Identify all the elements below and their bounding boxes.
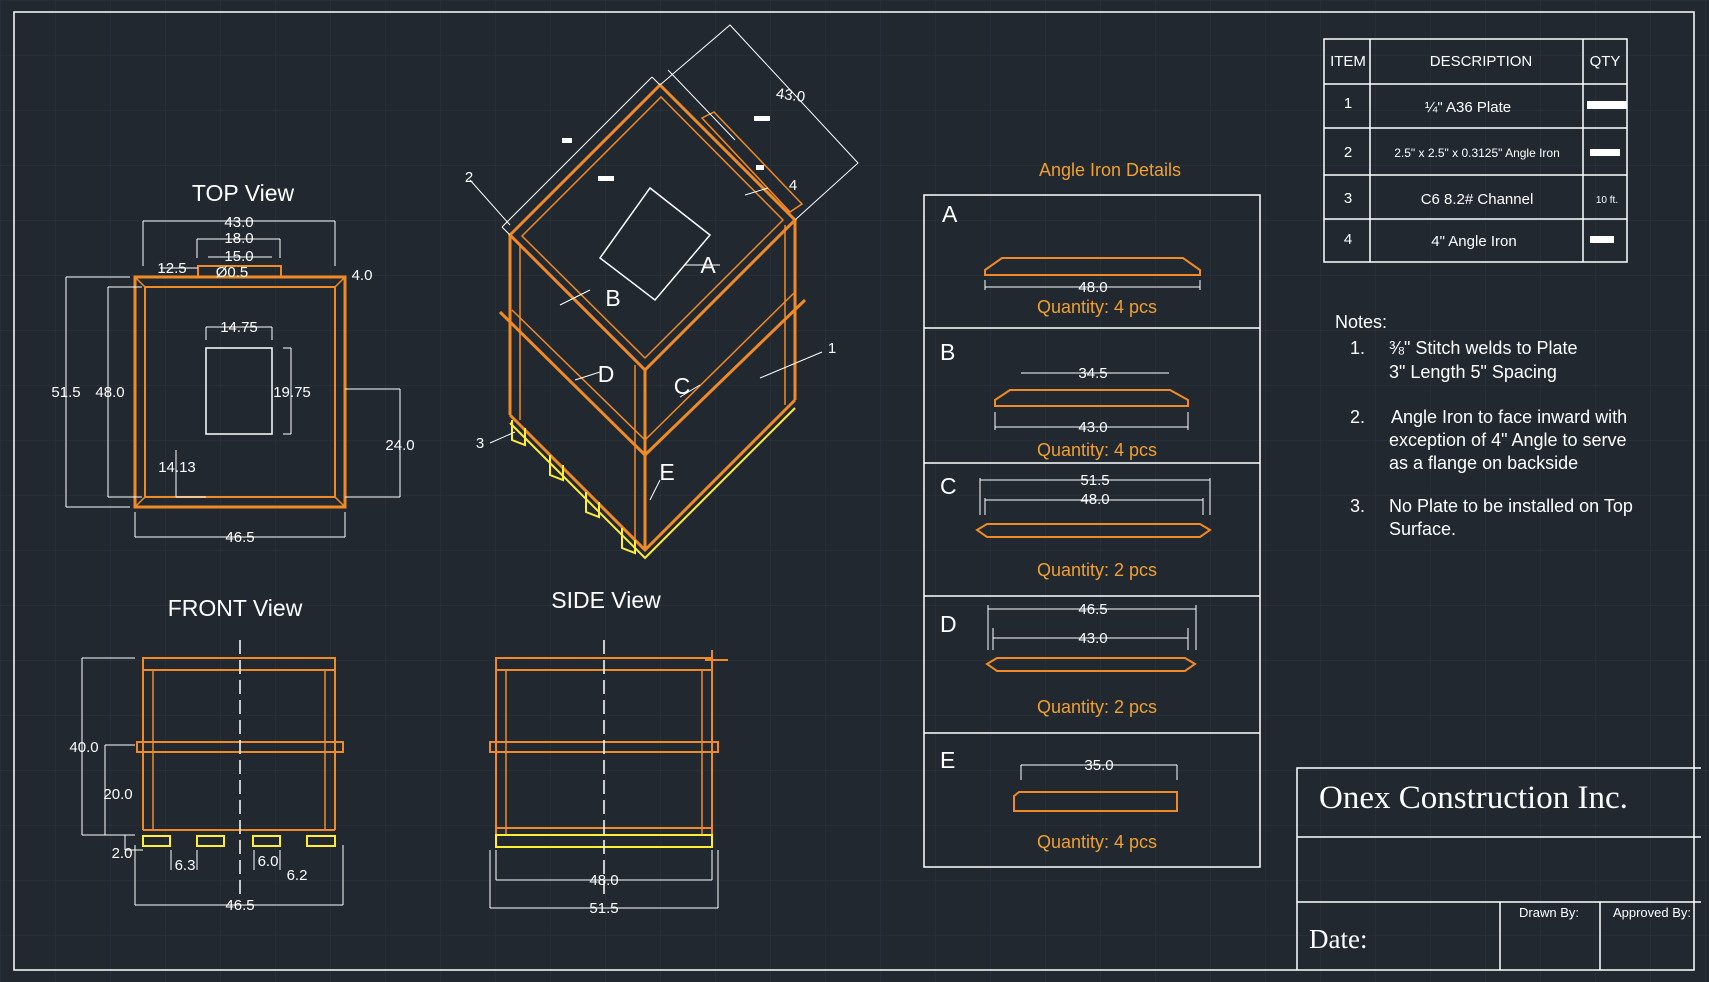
iso-label-d: D: [598, 361, 615, 387]
angle-letter: B: [940, 339, 955, 365]
notes-title: Notes:: [1335, 312, 1387, 332]
angle-qty: Quantity: 4 pcs: [1037, 832, 1157, 852]
bom-table: ITEM DESCRIPTION QTY 1 ¼" A36 Plate 2 2.…: [1323, 38, 1628, 263]
top-view: TOP View 43.0 18.0 15.0 12.5: [51, 180, 414, 546]
bom-item: 2: [1344, 144, 1352, 161]
bom-item: 4: [1344, 231, 1352, 248]
front-dim: 2.0: [112, 845, 133, 862]
iso-label-e: E: [659, 459, 674, 485]
angle-dim: 43.0: [1078, 419, 1107, 436]
note-line: Surface.: [1389, 519, 1456, 539]
side-view: SIDE View 48.0 51.5: [489, 587, 728, 917]
bom-header: QTY: [1590, 53, 1621, 70]
front-dim: 6.2: [287, 867, 308, 884]
bom-item: 3: [1344, 190, 1352, 207]
top-opening: [205, 347, 273, 435]
side-dim: 51.5: [589, 900, 618, 917]
iso-balloon: 2: [465, 169, 473, 186]
front-view-title: FRONT View: [168, 595, 303, 621]
side-dim: 48.0: [589, 872, 618, 889]
bom-item: 1: [1344, 95, 1352, 112]
notes: Notes: 1. ⅜" Stitch welds to Plate 3" Le…: [1335, 312, 1633, 539]
angle-dim: 35.0: [1084, 757, 1113, 774]
angle-detail-d: D 46.5 43.0 Quantity: 2 pcs: [940, 601, 1197, 717]
angle-letter: C: [940, 473, 957, 499]
top-dim: 15.0: [224, 248, 253, 265]
angle-detail-e: E 35.0 Quantity: 4 pcs: [940, 747, 1178, 852]
front-dim: 20.0: [103, 786, 132, 803]
bom-desc: 4" Angle Iron: [1431, 233, 1516, 250]
title-block: Onex Construction Inc. Date: Drawn By: A…: [1296, 767, 1701, 970]
angle-detail-c: C 51.5 48.0 Quantity: 2 pcs: [940, 472, 1212, 580]
bom-header: DESCRIPTION: [1430, 53, 1533, 70]
angle-letter: E: [940, 747, 955, 773]
angle-dim: 34.5: [1078, 365, 1107, 382]
company-name: Onex Construction Inc.: [1319, 780, 1628, 816]
note-line: as a flange on backside: [1389, 453, 1578, 473]
bom-desc: ¼" A36 Plate: [1425, 99, 1511, 116]
top-dim: 18.0: [224, 230, 253, 247]
angle-letter: A: [942, 201, 958, 227]
top-dim: 51.5: [51, 384, 80, 401]
note-number: 1.: [1350, 338, 1365, 358]
iso-balloon: 4: [789, 177, 797, 194]
top-dim: 14.75: [220, 319, 258, 336]
angle-dim: 48.0: [1078, 279, 1107, 296]
iso-dim: 43.0: [775, 85, 806, 106]
bom-desc: 2.5" x 2.5" x 0.3125" Angle Iron: [1394, 146, 1560, 160]
note-line: No Plate to be installed on Top: [1389, 496, 1633, 516]
angle-qty: Quantity: 4 pcs: [1037, 297, 1157, 317]
bom-qty: 10 ft.: [1596, 195, 1618, 206]
top-dim: 46.5: [225, 529, 254, 546]
bom-header: ITEM: [1330, 53, 1366, 70]
angle-iron-title: Angle Iron Details: [1039, 160, 1181, 180]
angle-qty: Quantity: 2 pcs: [1037, 560, 1157, 580]
note-line: ⅜" Stitch welds to Plate: [1389, 338, 1577, 358]
angle-dim: 46.5: [1078, 601, 1107, 618]
angle-dim: 48.0: [1080, 491, 1109, 508]
angle-dim: 51.5: [1080, 472, 1109, 489]
angle-qty: Quantity: 4 pcs: [1037, 440, 1157, 460]
note-line: Angle Iron to face inward with: [1391, 407, 1627, 427]
top-dim: 43.0: [224, 214, 253, 231]
top-dim: 19.75: [273, 384, 311, 401]
drawn-by-label: Drawn By:: [1519, 905, 1579, 920]
angle-detail-b: B 34.5 43.0 Quantity: 4 pcs: [940, 339, 1189, 460]
side-view-title: SIDE View: [551, 587, 661, 613]
front-view: FRONT View 40.0 20.0 2.0 6.3 6.0: [69, 595, 344, 914]
top-dim: Ø0.5: [216, 264, 249, 281]
sheet-border: [13, 11, 1695, 971]
angle-qty: Quantity: 2 pcs: [1037, 697, 1157, 717]
date-label: Date:: [1309, 924, 1367, 954]
angle-iron-details: Angle Iron Details A 48.0 Quantity: 4 pc…: [923, 160, 1261, 868]
top-dim: 48.0: [95, 384, 124, 401]
top-dim: 14.13: [158, 459, 196, 476]
top-dim: 12.5: [157, 260, 186, 277]
angle-detail-a: A 48.0 Quantity: 4 pcs: [942, 201, 1201, 317]
front-dim: 6.3: [175, 857, 196, 874]
front-dim: 6.0: [258, 853, 279, 870]
top-dim: 24.0: [385, 437, 414, 454]
note-line: exception of 4" Angle to serve: [1389, 430, 1627, 450]
angle-dim: 43.0: [1078, 630, 1107, 647]
front-dim: 46.5: [225, 897, 254, 914]
iso-label-a: A: [700, 252, 716, 278]
iso-label-b: B: [605, 285, 620, 311]
note-line: 3" Length 5" Spacing: [1389, 362, 1557, 382]
angle-letter: D: [940, 611, 957, 637]
top-dim: 4.0: [352, 267, 373, 284]
note-number: 2.: [1350, 407, 1365, 427]
note-number: 3.: [1350, 496, 1365, 516]
iso-balloon: 1: [828, 340, 836, 357]
top-view-title: TOP View: [192, 180, 295, 206]
isometric-view: 43.0 A B C D E 1 2 3 4: [465, 24, 859, 560]
front-dim: 40.0: [69, 739, 98, 756]
iso-label-c: C: [674, 373, 691, 399]
bom-desc: C6 8.2# Channel: [1421, 191, 1534, 208]
approved-by-label: Approved By:: [1613, 905, 1691, 920]
iso-balloon: 3: [476, 435, 484, 452]
